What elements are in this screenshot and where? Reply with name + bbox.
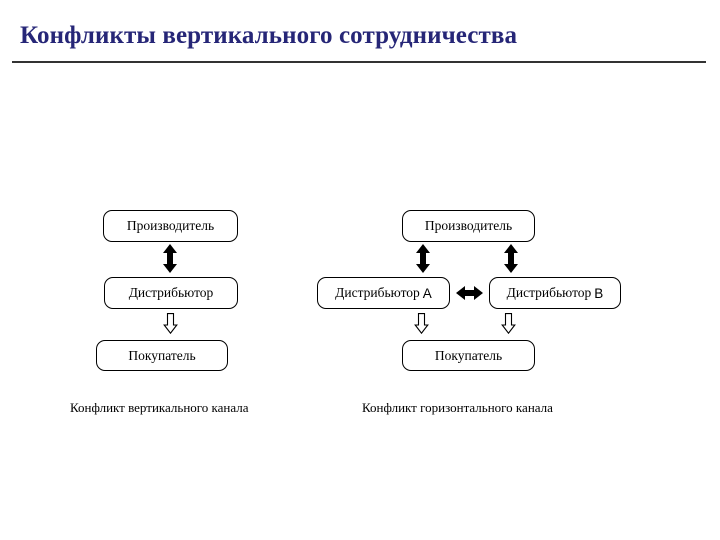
node-label: Производитель xyxy=(126,218,215,233)
hollow-down-arrow-icon-distributor-buyer-left xyxy=(163,313,178,334)
node-label: Дистрибьютор xyxy=(335,285,420,300)
page-title: Конфликты вертикального сотрудничества xyxy=(20,22,518,49)
node-distributor-left: Дистрибьютор xyxy=(104,277,238,309)
node-label-suffix: A xyxy=(422,285,432,301)
title-divider xyxy=(12,61,706,63)
node-label: Покупатель xyxy=(128,347,196,363)
solid-double-arrow-icon-distributor-a-b xyxy=(456,285,483,301)
node-label: Дистрибьютор xyxy=(128,285,214,300)
caption-vertical-conflict: Конфликт вертикального канала xyxy=(70,400,249,415)
node-label-suffix: B xyxy=(594,285,604,301)
node-producer-left: Производитель xyxy=(103,210,238,242)
node-label: Покупатель xyxy=(434,347,503,363)
caption-horizontal-conflict: Конфликт горизонтального канала xyxy=(362,400,553,415)
hollow-down-arrow-icon-distributor-a-buyer xyxy=(414,313,429,334)
node-buyer-right: Покупатель xyxy=(402,340,535,371)
node-label: Производитель xyxy=(424,218,513,233)
hollow-down-arrow-icon-distributor-b-buyer xyxy=(501,313,516,334)
solid-double-arrow-icon-producer-distributor-left xyxy=(162,244,178,273)
node-producer-right: Производитель xyxy=(402,210,535,242)
node-label: Дистрибьютор xyxy=(506,285,592,300)
node-buyer-left: Покупатель xyxy=(96,340,228,371)
solid-double-arrow-icon-producer-distributor-b xyxy=(503,244,519,273)
solid-double-arrow-icon-producer-distributor-a xyxy=(415,244,431,273)
